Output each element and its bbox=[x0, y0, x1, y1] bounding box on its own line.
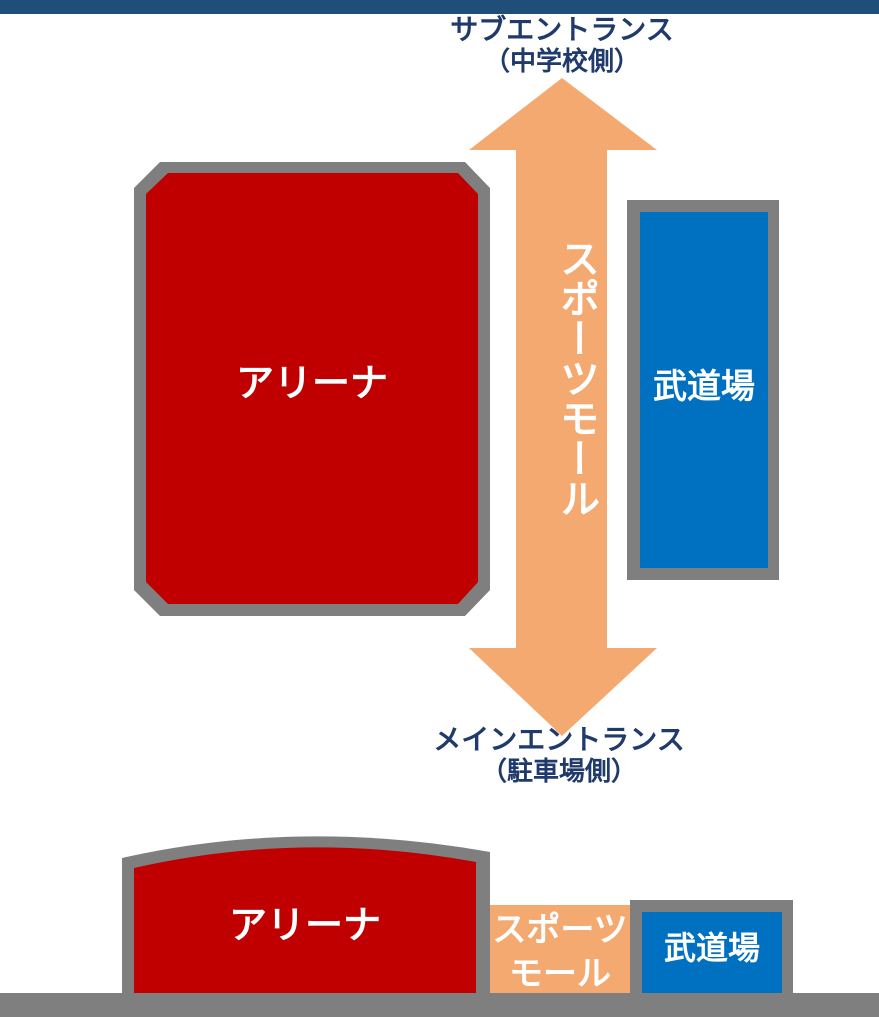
budokan-label: 武道場 bbox=[653, 367, 755, 407]
arena-elevation-fill bbox=[134, 847, 476, 993]
budokan-elevation-fill bbox=[642, 912, 782, 993]
main-entrance-line2: （駐車場側） bbox=[480, 757, 637, 787]
arena-building-fill bbox=[146, 173, 478, 604]
arena-label: アリーナ bbox=[235, 361, 388, 405]
sports-mall-elevation bbox=[490, 905, 630, 993]
sports-mall-arrow bbox=[469, 78, 657, 736]
header-band bbox=[0, 0, 879, 14]
budokan-elevation-label: 武道場 bbox=[663, 929, 760, 967]
sports-mall-label: スポーツモール bbox=[553, 238, 599, 518]
sub-entrance-line1: サブエントランス bbox=[450, 13, 674, 46]
budokan-building-fill bbox=[640, 212, 768, 568]
sports-mall-elevation-line2: モール bbox=[509, 954, 611, 994]
ground-line bbox=[0, 993, 879, 1017]
main-entrance-line1: メインエントランス bbox=[433, 723, 685, 756]
sports-mall-elevation-label: スポーツ モール bbox=[482, 908, 638, 996]
main-entrance-label: メインエントランス （駐車場側） bbox=[404, 724, 714, 788]
sub-entrance-label: サブエントランス （中学校側） bbox=[412, 14, 712, 78]
sub-entrance-line2: （中学校側） bbox=[483, 47, 640, 77]
arena-elevation-label: アリーナ bbox=[228, 903, 381, 947]
sports-mall-elevation-line1: スポーツ bbox=[492, 910, 628, 950]
